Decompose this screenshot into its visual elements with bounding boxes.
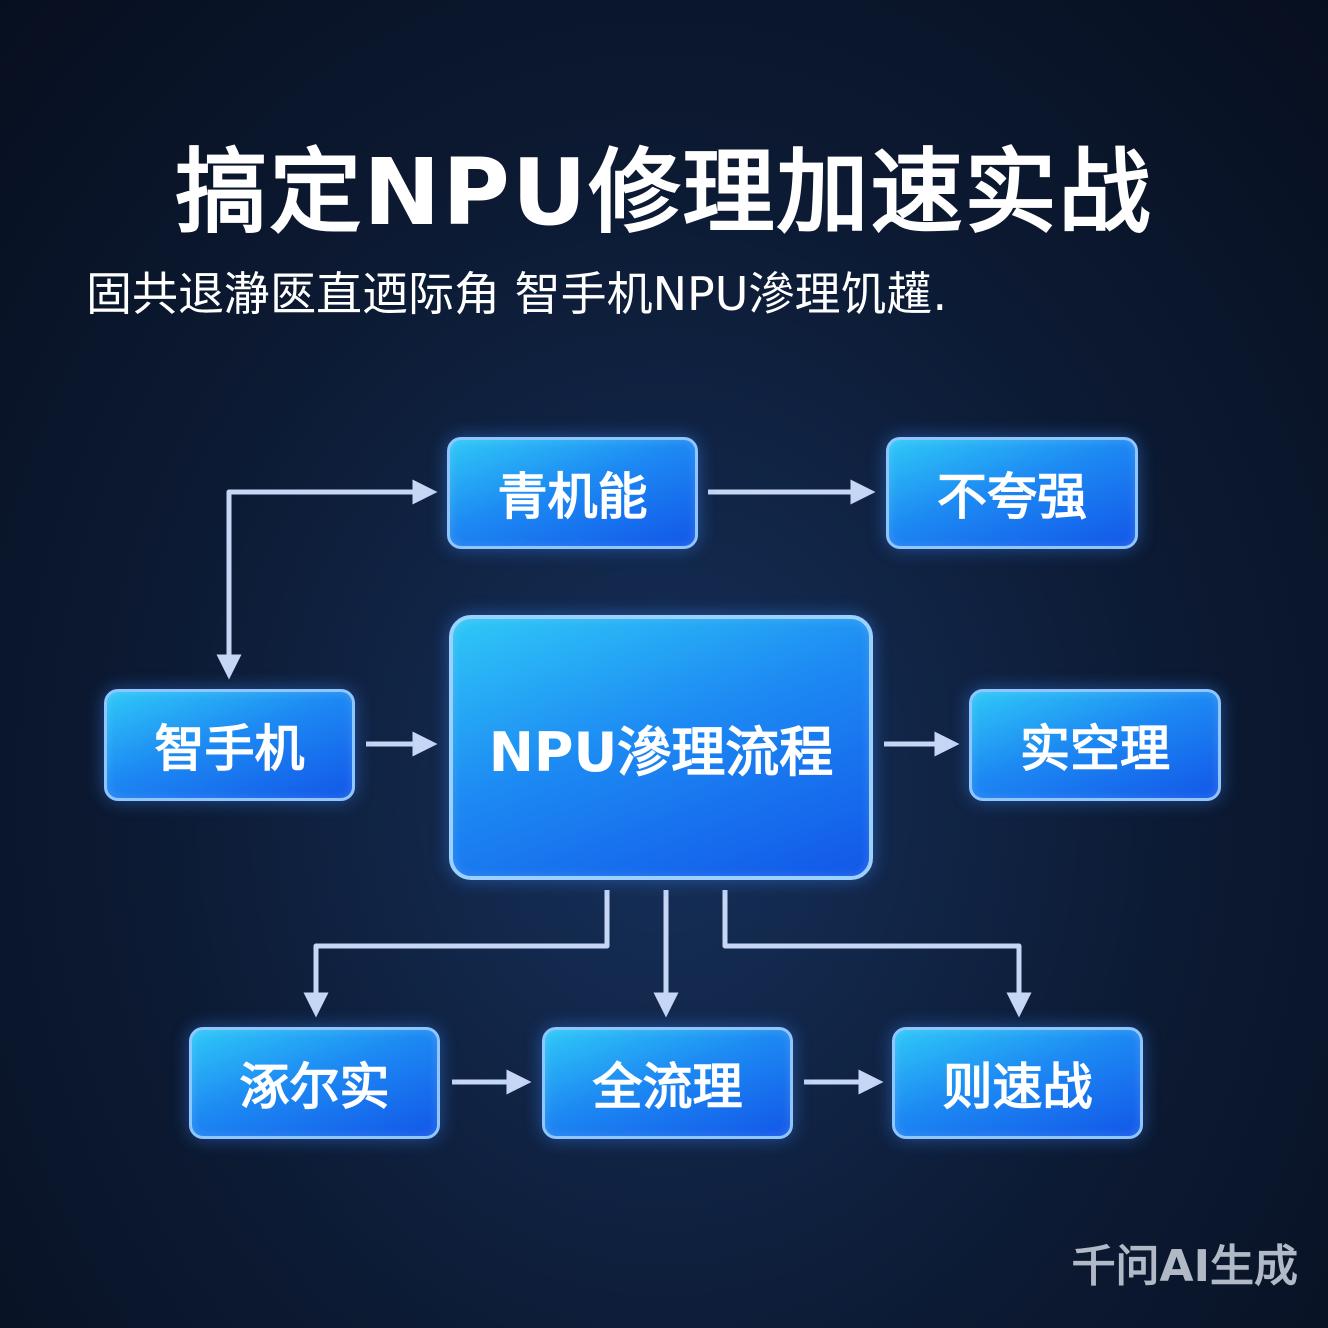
arrow-left-topleft bbox=[216, 479, 438, 680]
arrow-center-bottomright bbox=[722, 890, 1032, 1018]
node-bottom-right: 则速战 bbox=[892, 1027, 1143, 1139]
watermark: 千问AI生成 bbox=[1071, 1241, 1298, 1292]
node-top-left: 青机能 bbox=[447, 437, 698, 549]
node-bottom-left: 涿尔实 bbox=[189, 1027, 440, 1139]
node-top-right: 不夸强 bbox=[886, 437, 1138, 549]
node-center: NPU滲理流程 bbox=[449, 615, 873, 880]
arrow-center-bottomleft bbox=[303, 890, 610, 1018]
node-left: 智手机 bbox=[104, 689, 355, 801]
node-right: 实空理 bbox=[969, 689, 1221, 801]
page-subtitle: 固共退瀞匧直迺际角 智手机NPU滲理饥䟒. bbox=[86, 267, 948, 321]
page-title: 搞定NPU修理加速实战 bbox=[175, 139, 1153, 246]
node-bottom-mid: 全流理 bbox=[542, 1027, 793, 1139]
